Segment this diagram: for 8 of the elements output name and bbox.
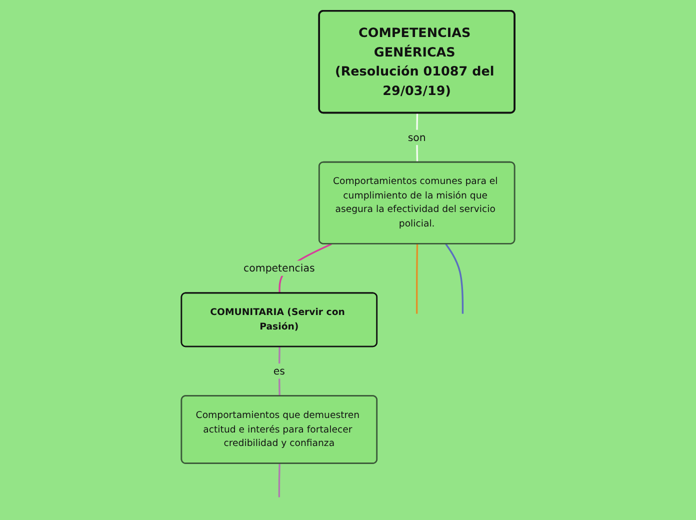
edge-label: es bbox=[273, 365, 285, 378]
connector bbox=[278, 346, 280, 396]
connector bbox=[445, 244, 464, 314]
connector bbox=[416, 113, 418, 162]
connector bbox=[416, 244, 418, 314]
connector bbox=[278, 464, 280, 498]
edge-label: son bbox=[408, 131, 426, 144]
edge-label: competencias bbox=[244, 262, 315, 274]
